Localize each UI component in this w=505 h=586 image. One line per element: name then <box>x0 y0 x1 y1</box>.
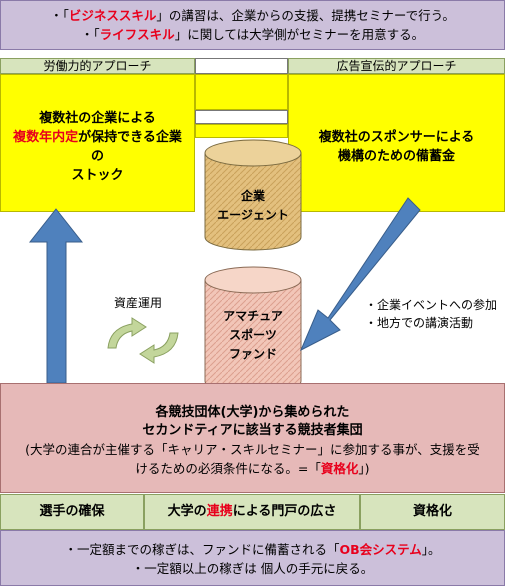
sports-fund-label-line-1: アマチュア <box>223 309 283 323</box>
center-strip-middle <box>195 110 288 124</box>
qualification-cell: 資格化 <box>360 494 505 530</box>
athlete-group-line-4-suffix: 」) <box>358 461 370 476</box>
top-note-line-2-suffix: 」に関しては大学側がセミナーを用意する。 <box>174 27 425 42</box>
company-stock-line-1: 複数社の企業による <box>39 111 156 126</box>
company-agent-cylinder <box>204 139 302 251</box>
labor-approach-label: 労働力的アプローチ <box>0 58 195 74</box>
asset-operation-label: 資産運用 <box>114 296 163 310</box>
business-skill-highlight: ビジネススキル <box>68 8 157 23</box>
sports-fund-label-line-3: ファンド <box>228 347 277 361</box>
sports-fund-label-line-2: スポーツ <box>229 328 277 342</box>
university-collaboration-suffix: による門戸の広さ <box>232 504 337 519</box>
diagonal-arrow <box>299 197 421 352</box>
company-stock-line-4: ストック <box>71 168 124 183</box>
multi-year-offer-highlight: 複数年内定 <box>13 130 79 145</box>
life-skill-highlight: ライフスキル <box>99 27 175 42</box>
advertising-approach-label: 広告宣伝的アプローチ <box>288 58 505 74</box>
athlete-group-line-1: 各競技団体(大学)から集められた <box>155 405 350 420</box>
top-note-line-1-suffix: 」の講習は、企業からの支援、提携セミナーで行う。 <box>156 8 455 23</box>
sponsor-reserve-line-2: 機構のための備蓄金 <box>337 149 455 164</box>
company-agent-label-line-2: エージェント <box>217 208 289 222</box>
side-note-regional-lecture: ・地方での講演活動 <box>365 316 474 330</box>
sponsor-reserve-line-1: 複数社のスポンサーによる <box>318 130 475 145</box>
top-note-line-2-prefix: ・「 <box>80 27 100 42</box>
collaboration-highlight: 連携 <box>206 504 233 519</box>
top-note-line-1: ・「ビジネススキル」の講習は、企業からの支援、提携セミナーで行う。 <box>1 6 504 25</box>
company-stock-line-3: の <box>90 149 104 164</box>
bottom-note-line-1-suffix: 」。 <box>421 542 441 557</box>
university-collaboration-cell: 大学の連携による門戸の広さ <box>144 494 360 530</box>
side-note-corporate-event: ・企業イベントへの参加 <box>365 298 498 312</box>
company-stock-line-2-suffix: が保持できる企業 <box>78 130 182 145</box>
bottom-note-line-2: ・一定額以上の稼ぎは 個人の手元に戻る。 <box>131 561 374 576</box>
company-stock-box: 複数社の企業による 複数年内定が保持できる企業 の ストック <box>0 74 195 212</box>
company-agent-label-line-1: 企業 <box>240 189 265 203</box>
side-notes: ・企業イベントへの参加 ・地方での講演活動 <box>365 296 505 332</box>
athlete-group-line-2: セカンドティアに該当する競技者集団 <box>142 423 363 438</box>
company-agent-label: 企業 エージェント <box>205 187 301 225</box>
bottom-note-line-1: ・一定額までの稼ぎは、ファンドに備蓄される「OB会システム」。 <box>1 540 504 559</box>
sports-fund-label: アマチュア スポーツ ファンド <box>205 307 301 364</box>
center-strip-top <box>195 58 288 74</box>
athlete-group-line-4-prefix: けるための必須条件になる。=「 <box>135 461 321 476</box>
center-yellow-band-2 <box>195 124 288 138</box>
athlete-group-line-3: (大学の連合が主催する「キャリア・スキルセミナー」に参加する事が、支援を受 <box>25 442 480 457</box>
sponsor-reserve-box: 複数社のスポンサーによる 機構のための備蓄金 <box>288 74 505 212</box>
center-yellow-band-1 <box>195 74 288 110</box>
qualification-highlight: 資格化 <box>320 461 359 476</box>
bottom-note-box: ・一定額までの稼ぎは、ファンドに備蓄される「OB会システム」。 ・一定額以上の稼… <box>0 530 505 586</box>
asset-cycle-icon <box>107 317 179 364</box>
company-stock-line-2: 複数年内定が保持できる企業 <box>1 128 194 147</box>
alumni-system-highlight: OB会システム <box>339 542 422 557</box>
top-note-box: ・「ビジネススキル」の講習は、企業からの支援、提携セミナーで行う。 ・「ライフス… <box>0 0 505 50</box>
university-collaboration-prefix: 大学の <box>167 504 207 519</box>
athlete-group-box: 各競技団体(大学)から集められた セカンドティアに該当する競技者集団 (大学の連… <box>0 383 505 493</box>
top-note-line-2: ・「ライフスキル」に関しては大学側がセミナーを用意する。 <box>1 25 504 44</box>
upward-arrow <box>28 208 84 384</box>
top-note-line-1-prefix: ・「 <box>50 8 69 23</box>
bottom-note-line-1-prefix: ・一定額までの稼ぎは、ファンドに備蓄される「 <box>64 542 340 557</box>
athlete-securing-cell: 選手の確保 <box>0 494 144 530</box>
athlete-group-line-4: けるための必須条件になる。=「資格化」) <box>1 459 504 478</box>
